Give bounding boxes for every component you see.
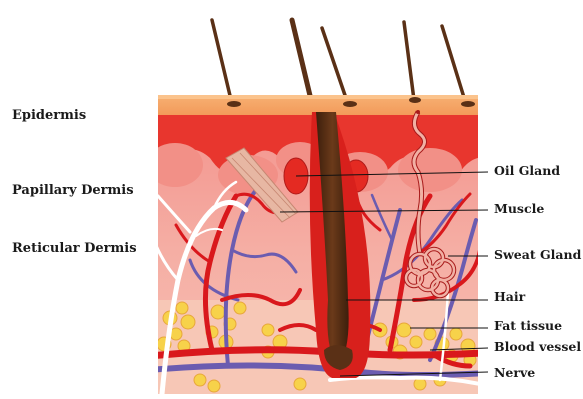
hair-shaft bbox=[212, 20, 232, 104]
label-epidermis: Epidermis bbox=[12, 108, 86, 123]
label-muscle: Muscle bbox=[494, 201, 544, 216]
stratum-corneum bbox=[140, 95, 500, 99]
sweat-pore bbox=[416, 110, 420, 114]
hair-shaft bbox=[404, 22, 414, 100]
label-oil-gland: Oil Gland bbox=[494, 163, 560, 178]
hair-shaft bbox=[292, 20, 312, 104]
label-nerve: Nerve bbox=[494, 365, 535, 380]
label-sweat-gland: Sweat Gland bbox=[494, 247, 581, 262]
label-papillary-dermis: Papillary Dermis bbox=[12, 183, 134, 198]
label-hair: Hair bbox=[494, 289, 525, 304]
label-fat-tissue: Fat tissue bbox=[494, 318, 562, 333]
label-blood-vessel: Blood vessel bbox=[494, 339, 581, 354]
hair-shaft bbox=[442, 26, 466, 104]
label-reticular-dermis: Reticular Dermis bbox=[12, 241, 137, 256]
hair-shafts bbox=[212, 20, 466, 104]
hair-shaft bbox=[322, 28, 348, 104]
